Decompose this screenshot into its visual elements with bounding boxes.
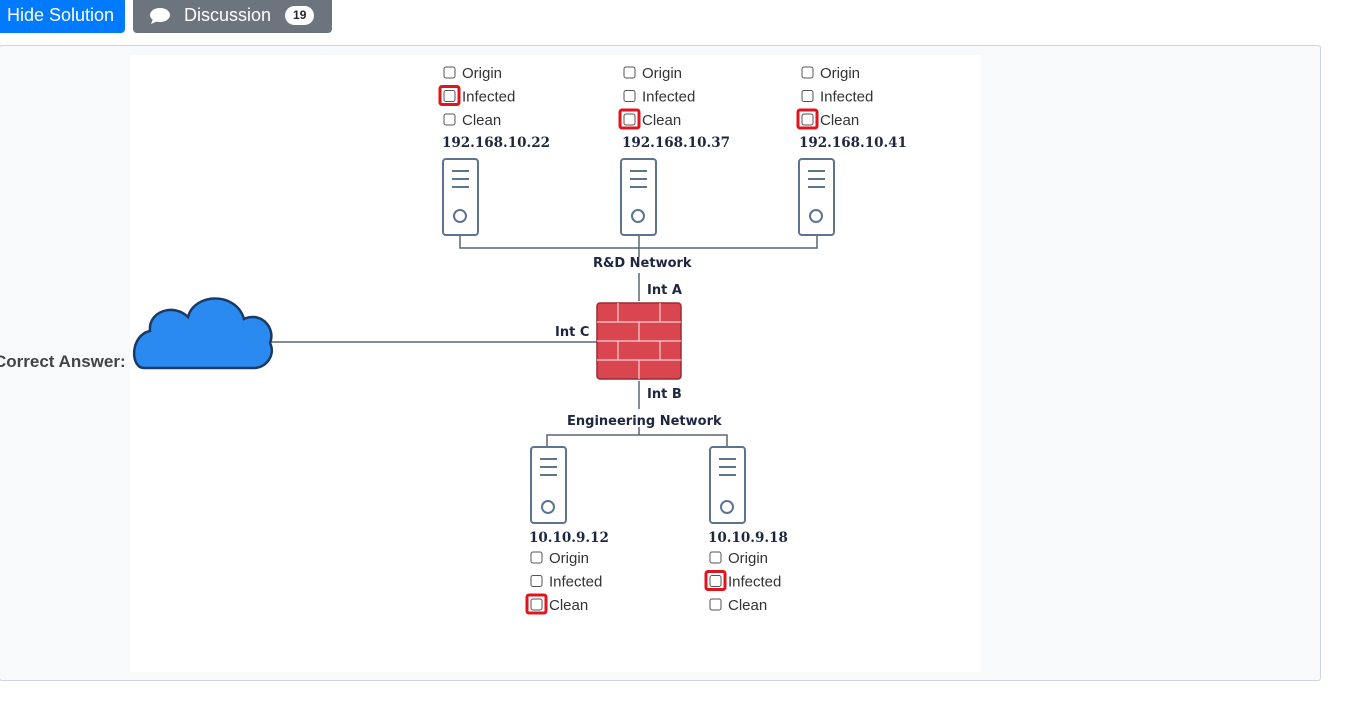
checkbox-infected[interactable] (530, 575, 543, 587)
checkbox-label-origin: Origin (820, 65, 860, 82)
internet-cloud-icon (132, 297, 273, 370)
checkbox-label-origin: Origin (642, 65, 682, 82)
engineering-network-bus (546, 434, 728, 447)
selected-answer-highlight (796, 108, 819, 130)
checkbox-label-clean: Clean (549, 597, 588, 614)
selected-answer-highlight (704, 570, 727, 591)
selected-answer-highlight (525, 593, 548, 615)
checkbox-label-origin: Origin (462, 65, 502, 82)
checkbox-label-clean: Clean (728, 597, 767, 614)
discussion-button[interactable]: Discussion 19 (133, 0, 332, 33)
checkbox-origin[interactable] (623, 66, 636, 79)
network-diagram-svg: R&D Network Engineering Network Int A In… (132, 65, 907, 615)
engineering-network-label: Engineering Network (567, 414, 722, 429)
server-icon (709, 446, 746, 524)
checkbox-label-infected: Infected (820, 89, 873, 106)
server-icon (798, 158, 835, 236)
checkbox-label-origin: Origin (728, 550, 768, 567)
checkbox-origin[interactable] (530, 551, 543, 564)
checkbox-clean[interactable] (530, 598, 543, 611)
host-ip-label: 10.10.9.18 (708, 530, 788, 546)
checkbox-label-clean: Clean (642, 112, 681, 129)
checkbox-origin[interactable] (709, 551, 722, 564)
checkbox-infected[interactable] (801, 90, 814, 102)
checkbox-label-infected: Infected (728, 574, 781, 591)
checkbox-origin[interactable] (801, 66, 814, 79)
host-ip-label: 192.168.10.41 (799, 135, 907, 151)
firewall-icon (596, 302, 682, 380)
discussion-count-badge: 19 (285, 6, 315, 25)
checkbox-infected[interactable] (443, 90, 456, 102)
rd-network-label: R&D Network (593, 256, 692, 271)
server-icon (620, 158, 657, 236)
host-ip-label: 10.10.9.12 (529, 530, 609, 546)
host-ip-label: 192.168.10.37 (622, 135, 730, 151)
checkbox-label-infected: Infected (642, 89, 695, 106)
hide-solution-button[interactable]: Hide Solution (0, 0, 125, 33)
chat-bubble-icon (150, 7, 170, 24)
checkbox-origin[interactable] (443, 66, 456, 79)
checkbox-label-origin: Origin (549, 550, 589, 567)
selected-answer-highlight (618, 108, 641, 130)
checkbox-label-clean: Clean (820, 112, 859, 129)
int-b-label: Int B (647, 387, 682, 402)
checkbox-clean[interactable] (801, 113, 814, 126)
checkbox-label-infected: Infected (549, 574, 602, 591)
discussion-label: Discussion (184, 5, 272, 25)
server-icon (442, 158, 479, 236)
correct-answer-label: Correct Answer: (0, 352, 126, 371)
checkbox-infected[interactable] (709, 575, 722, 587)
checkbox-clean[interactable] (623, 113, 636, 126)
host-ip-label: 192.168.10.22 (442, 135, 550, 151)
int-a-label: Int A (647, 283, 682, 298)
selected-answer-highlight (438, 85, 461, 106)
checkbox-clean[interactable] (443, 113, 456, 126)
checkbox-label-infected: Infected (462, 89, 515, 106)
checkbox-label-clean: Clean (462, 112, 501, 129)
network-diagram: R&D Network Engineering Network Int A In… (130, 55, 981, 672)
checkbox-clean[interactable] (709, 598, 722, 611)
hide-solution-label: Hide Solution (6, 5, 115, 25)
server-icon (530, 446, 567, 524)
checkbox-infected[interactable] (623, 90, 636, 102)
checkbox-layer: OriginInfectedCleanOriginInfectedCleanOr… (438, 65, 873, 615)
int-c-label: Int C (555, 325, 589, 340)
